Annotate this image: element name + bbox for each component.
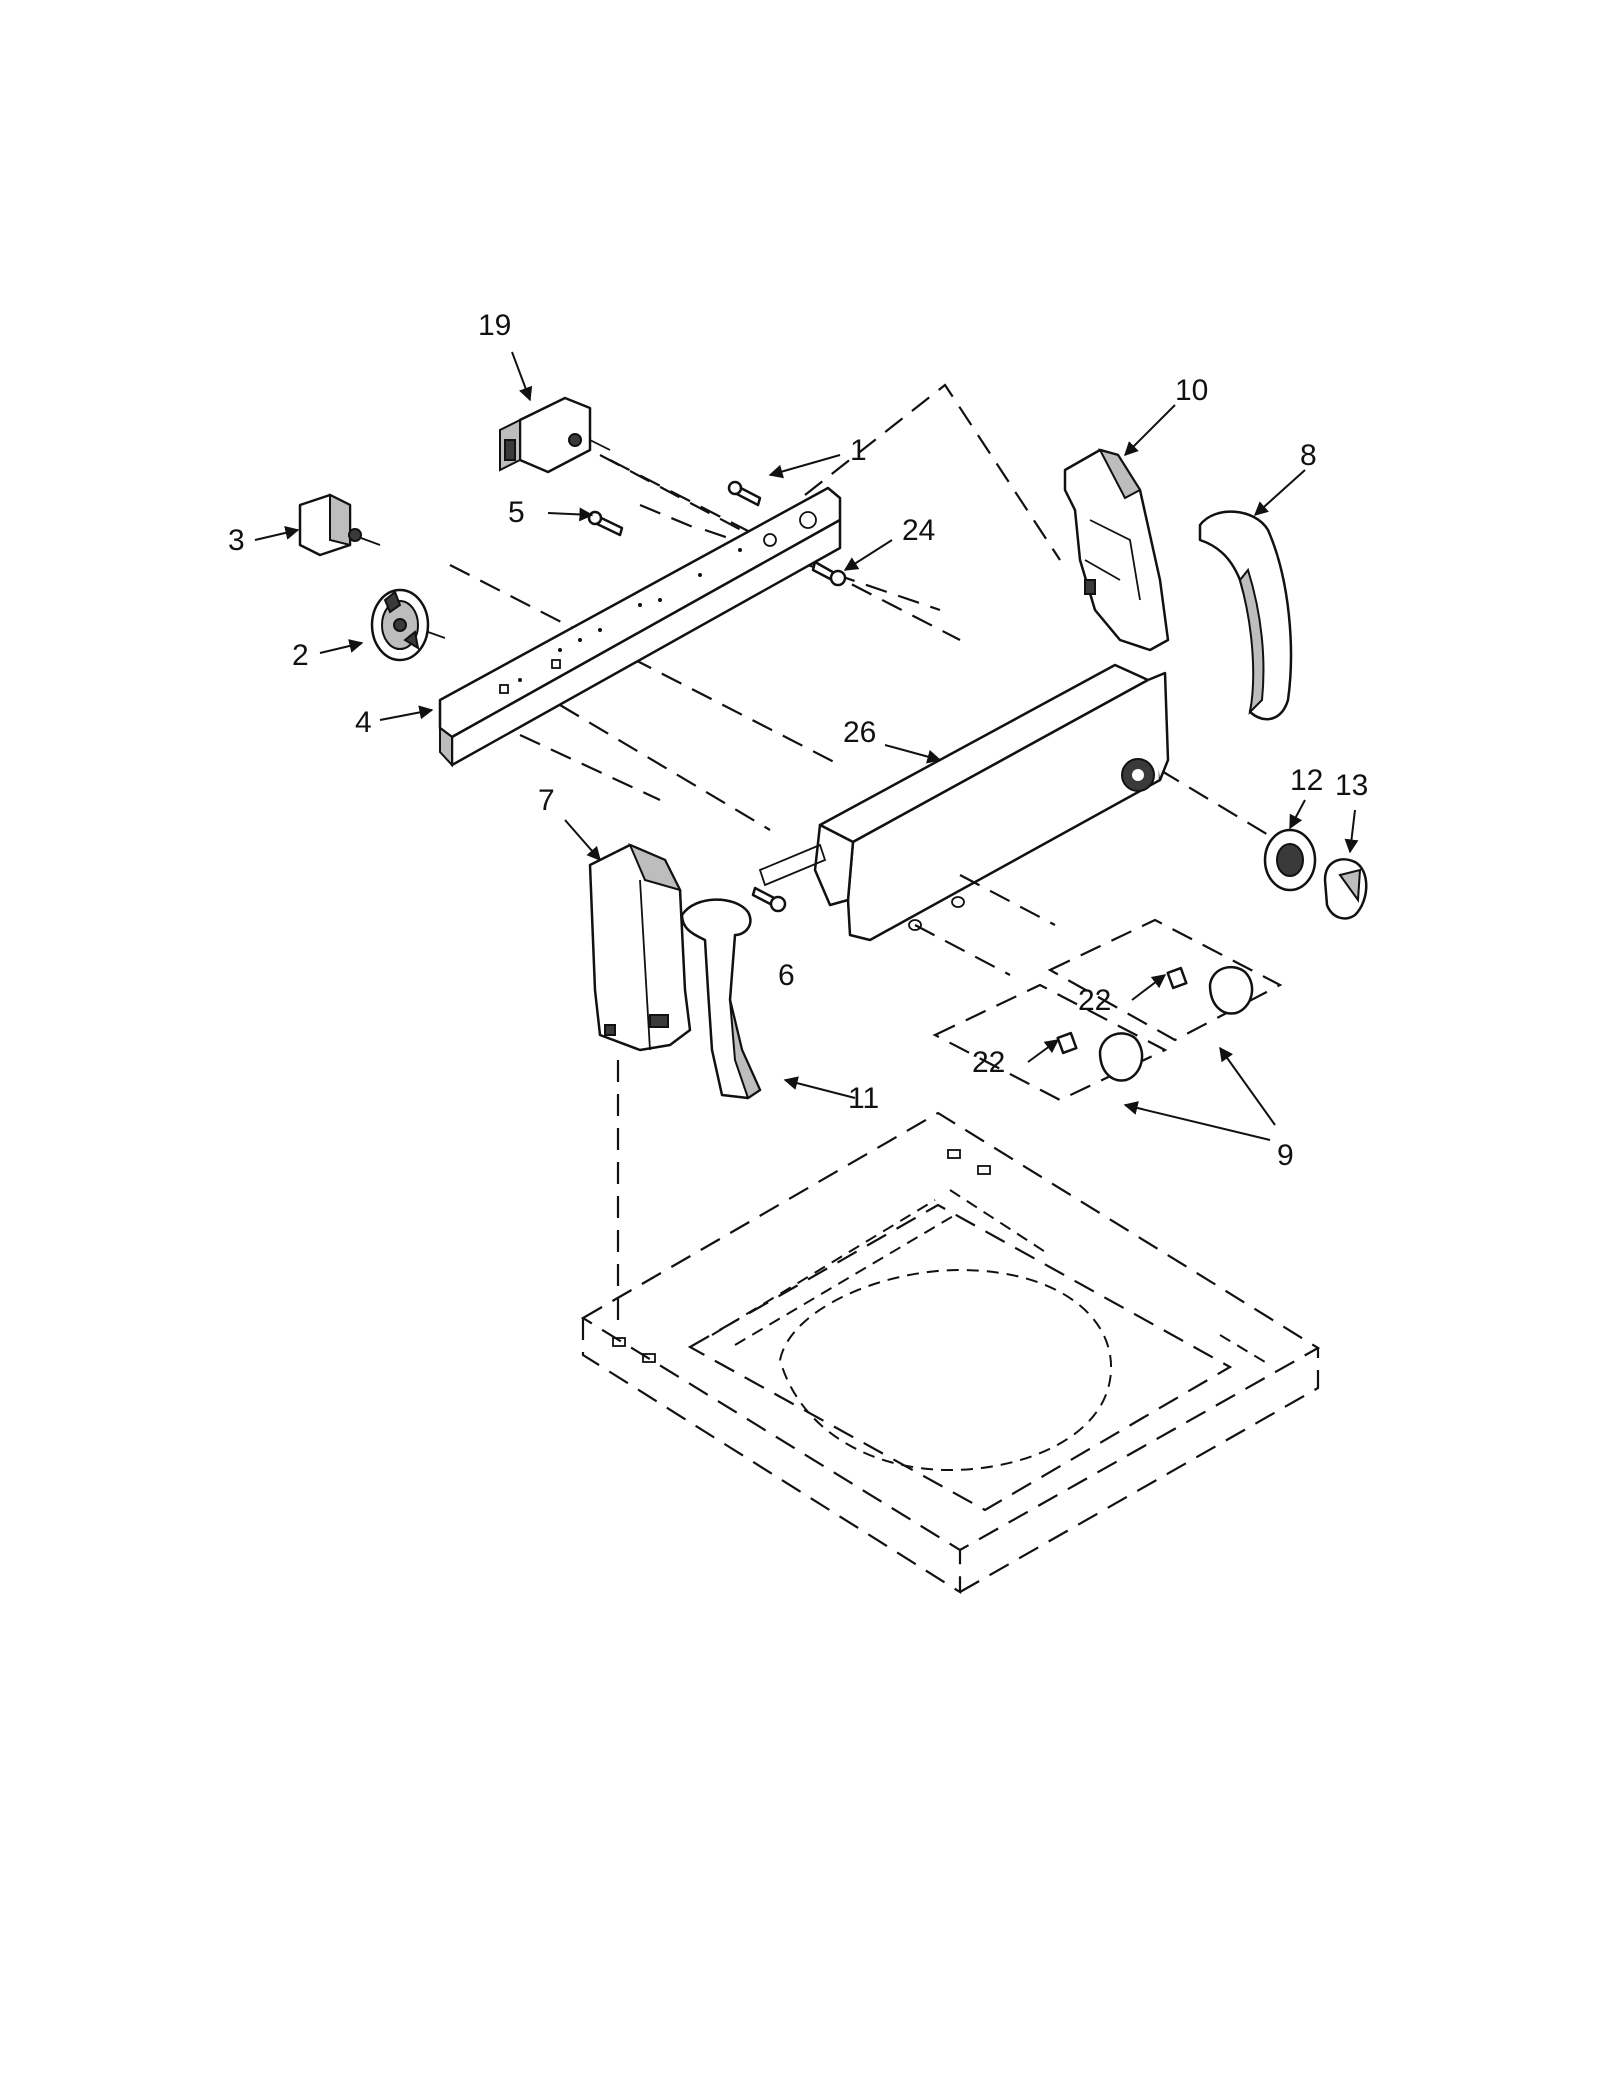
callout-22-upper: 22: [1078, 984, 1111, 1017]
callout-19: 19: [478, 309, 511, 342]
part-10-right-bracket: [1063, 448, 1170, 652]
part-7-left-bracket: [588, 843, 692, 1052]
callout-8: 8: [1300, 439, 1317, 472]
leader-lines: [254, 351, 1359, 1141]
part-19-component: [499, 396, 611, 474]
callout-12: 12: [1290, 764, 1323, 797]
callout-13: 13: [1335, 769, 1368, 802]
part-8-right-end-cap: [1198, 510, 1293, 721]
callout-10: 10: [1175, 374, 1208, 407]
control-panel-housing: [758, 663, 1170, 942]
callout-labels: 19 1 10 8 3 5 24 2 4 26 12 13 7 6 22 22 …: [228, 309, 1368, 1172]
callout-3: 3: [228, 524, 245, 557]
part-3-switch: [298, 493, 381, 557]
callout-26: 26: [843, 716, 876, 749]
part-2-timer: [370, 588, 446, 662]
callout-2: 2: [292, 639, 309, 672]
callout-7: 7: [538, 784, 555, 817]
callout-6: 6: [778, 959, 795, 992]
console-rail: [438, 486, 842, 768]
callout-24: 24: [902, 514, 935, 547]
callout-22-lower: 22: [972, 1046, 1005, 1079]
screws: [587, 480, 847, 913]
callout-5: 5: [508, 496, 525, 529]
part-12-13-knob: [1263, 828, 1368, 920]
callout-4: 4: [355, 706, 372, 739]
callout-9: 9: [1277, 1139, 1294, 1172]
callout-11: 11: [848, 1082, 879, 1115]
part-9-knob-assembly: [914, 874, 1283, 1102]
cabinet-top-dashed: [580, 1111, 1321, 1594]
callout-1: 1: [850, 434, 867, 467]
part-11-left-end-cap: [680, 898, 762, 1100]
